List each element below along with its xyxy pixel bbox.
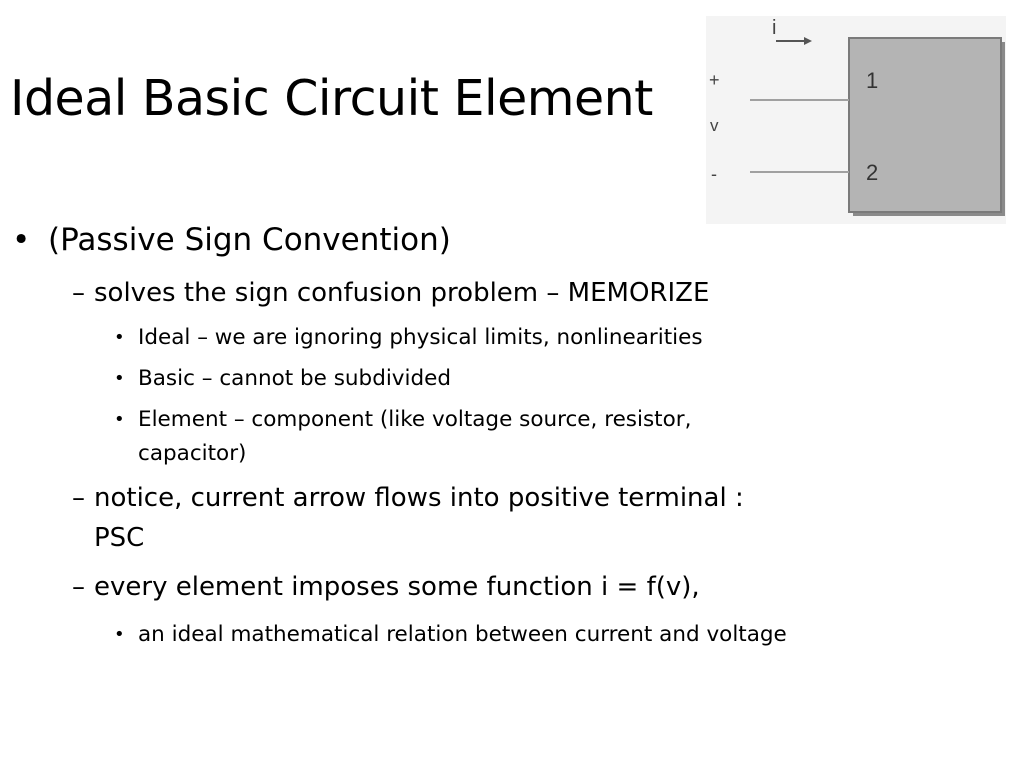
bullet-text: every element imposes some function i = …	[94, 572, 700, 602]
bullet-icon: •	[114, 368, 125, 389]
circuit-element-figure: i + v - 1 2	[706, 16, 1006, 224]
slide-title: Ideal Basic Circuit Element	[10, 70, 653, 127]
bullet-text: capacitor)	[138, 441, 247, 466]
bullet-text: Element – component (like voltage source…	[138, 407, 692, 432]
plus-label: +	[709, 70, 720, 90]
element-box	[848, 37, 1002, 213]
dash-icon: –	[72, 278, 85, 308]
bullet-icon: •	[114, 409, 125, 430]
bullet-text: Basic – cannot be subdivided	[138, 366, 452, 391]
terminal-1-label: 1	[866, 68, 878, 93]
minus-label: -	[711, 164, 717, 184]
voltage-label: v	[710, 116, 719, 135]
bullet-icon: •	[12, 222, 31, 258]
bullet-text: an ideal mathematical relation between c…	[138, 622, 787, 647]
dash-icon: –	[72, 572, 85, 602]
bullet-text: PSC	[94, 523, 145, 553]
bullet-text: notice, current arrow flows into positiv…	[94, 483, 744, 513]
bullet-icon: •	[114, 624, 125, 645]
current-label: i	[772, 17, 776, 39]
terminal-2-label: 2	[866, 160, 878, 185]
bullet-text: solves the sign confusion problem – MEMO…	[94, 278, 710, 308]
bullet-text: (Passive Sign Convention)	[48, 222, 451, 258]
bullet-text: Ideal – we are ignoring physical limits,…	[138, 325, 703, 350]
current-arrow-head-icon	[804, 37, 812, 45]
bullet-icon: •	[114, 327, 125, 348]
dash-icon: –	[72, 483, 85, 513]
